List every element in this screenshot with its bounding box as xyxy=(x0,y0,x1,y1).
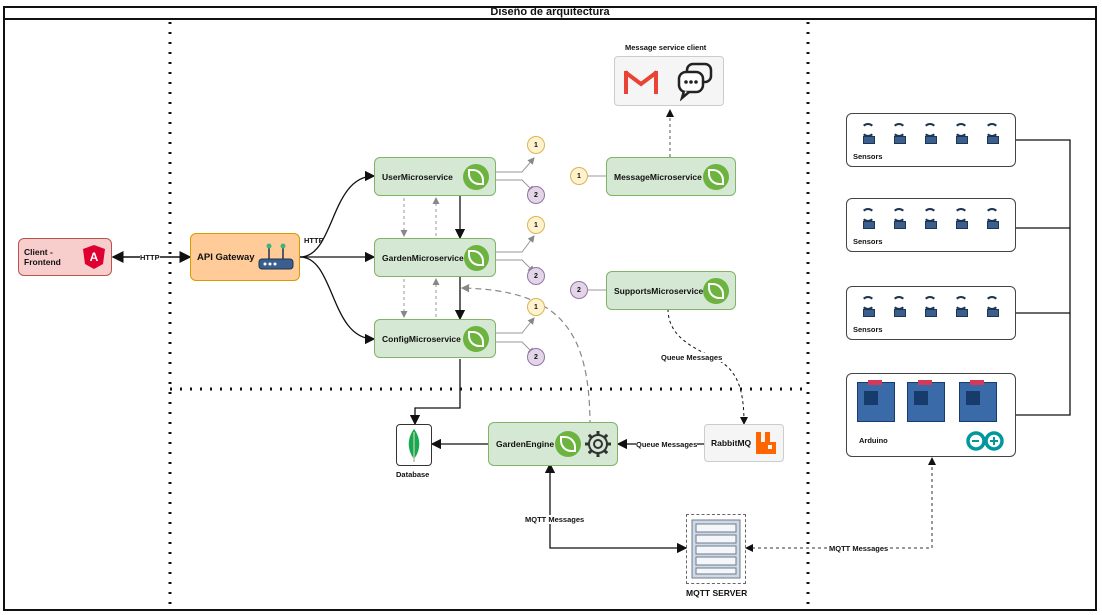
rabbitmq-node[interactable]: RabbitMQ xyxy=(704,424,784,462)
spring-icon xyxy=(463,163,489,190)
garden-engine-node[interactable]: GardenEngine xyxy=(488,422,618,466)
sensors-group[interactable]: Sensors xyxy=(846,286,1016,340)
spring-icon xyxy=(555,431,581,457)
badge-two: 2 xyxy=(570,281,588,299)
mqtt-server-label: MQTT SERVER xyxy=(686,588,748,598)
spring-icon xyxy=(463,325,489,352)
sensors-label: Sensors xyxy=(853,325,883,334)
badge-one: 1 xyxy=(570,167,588,185)
arduino-board-icon xyxy=(857,380,895,422)
garden-engine-label: GardenEngine xyxy=(496,439,555,449)
sensor-icon xyxy=(921,122,939,144)
sensor-icon xyxy=(952,207,970,229)
gmail-icon xyxy=(623,70,659,94)
garden-microservice-label: GardenMicroservice xyxy=(382,252,464,263)
angular-icon: A xyxy=(83,245,105,269)
database-label: Database xyxy=(396,470,430,479)
edge-label-http-gateway: HTTP xyxy=(304,236,324,245)
badge-one: 1 xyxy=(527,136,545,154)
sensor-icon xyxy=(890,122,908,144)
arduino-board-icon xyxy=(959,380,997,422)
badge-two: 2 xyxy=(527,186,545,204)
arduino-icon xyxy=(966,431,1004,451)
user-microservice-node[interactable]: UserMicroservice xyxy=(374,157,496,196)
edge-label-mqtt-engine: MQTT Messages xyxy=(525,515,585,524)
sensors-label: Sensors xyxy=(853,152,883,161)
sensor-icon xyxy=(983,207,1001,229)
badge-one: 1 xyxy=(527,298,545,316)
spring-icon xyxy=(463,244,489,271)
arduino-label: Arduino xyxy=(859,436,888,445)
badge-two: 2 xyxy=(527,267,545,285)
sensors-group[interactable]: Sensors xyxy=(846,198,1016,252)
badge-one: 1 xyxy=(527,216,545,234)
supports-microservice-node[interactable]: SupportsMicroservice xyxy=(606,271,736,310)
diagram-frame xyxy=(3,6,1097,611)
client-frontend-label: Client - Frontend xyxy=(24,247,61,267)
rabbitmq-label: RabbitMQ xyxy=(711,438,752,448)
rabbitmq-icon xyxy=(756,432,776,454)
garden-microservice-node[interactable]: GardenMicroservice xyxy=(374,238,496,277)
sensors-label: Sensors xyxy=(853,237,883,246)
mqtt-server-node[interactable] xyxy=(686,514,746,584)
arduino-group[interactable]: Arduino xyxy=(846,373,1016,457)
supports-microservice-label: SupportsMicroservice xyxy=(614,285,704,296)
sensor-icon xyxy=(890,295,908,317)
sensor-icon xyxy=(983,122,1001,144)
api-gateway-node[interactable]: API Gateway xyxy=(190,233,300,281)
api-gateway-label: API Gateway xyxy=(197,251,255,263)
arduino-board-icon xyxy=(907,380,945,422)
message-client-node[interactable] xyxy=(614,56,724,106)
database-node[interactable] xyxy=(396,424,432,466)
sensor-icon xyxy=(921,295,939,317)
user-microservice-label: UserMicroservice xyxy=(382,171,453,182)
svg-text:A: A xyxy=(90,250,99,264)
sensor-icon xyxy=(983,295,1001,317)
message-microservice-label: MessageMicroservice xyxy=(614,171,702,182)
config-microservice-label: ConfigMicroservice xyxy=(382,333,461,344)
sensor-icon xyxy=(859,295,877,317)
router-icon xyxy=(258,243,294,270)
config-microservice-node[interactable]: ConfigMicroservice xyxy=(374,319,496,358)
sensor-icon xyxy=(921,207,939,229)
message-microservice-node[interactable]: MessageMicroservice xyxy=(606,157,736,196)
sensor-icon xyxy=(952,295,970,317)
sensor-icon xyxy=(859,207,877,229)
sensor-icon xyxy=(952,122,970,144)
spring-icon xyxy=(703,163,729,190)
client-frontend-node[interactable]: Client - Frontend A xyxy=(18,238,112,276)
chat-bubbles-icon xyxy=(677,62,713,101)
gear-icon xyxy=(585,431,611,457)
edge-label-mqtt-arduino: MQTT Messages xyxy=(829,544,889,553)
mongodb-leaf-icon xyxy=(408,429,420,462)
message-client-label: Message service client xyxy=(625,43,707,52)
server-rack-icon xyxy=(691,519,741,579)
spring-icon xyxy=(703,277,729,304)
sensor-icon xyxy=(890,207,908,229)
sensors-group[interactable]: Sensors xyxy=(846,113,1016,167)
badge-two: 2 xyxy=(527,348,545,366)
edge-label-queue-engine: Queue Messages xyxy=(636,440,698,449)
sensor-icon xyxy=(859,122,877,144)
edge-label-http-client: HTTP xyxy=(140,253,160,262)
diagram-title: Diseño de arquitectura xyxy=(3,6,1097,20)
edge-label-queue-supports: Queue Messages xyxy=(661,353,723,362)
